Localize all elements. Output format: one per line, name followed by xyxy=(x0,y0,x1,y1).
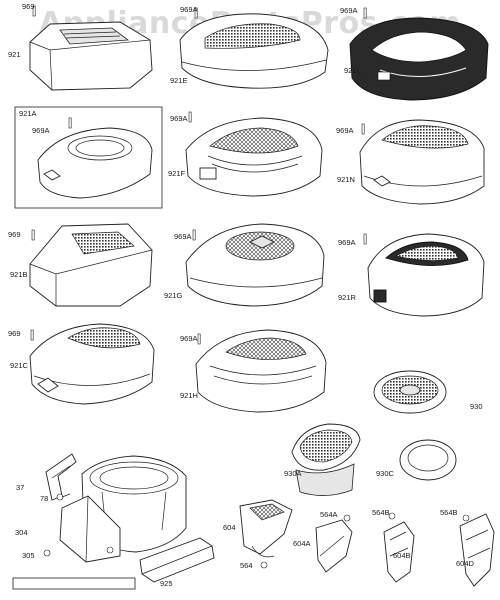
part-921-blower-housing[interactable] xyxy=(29,5,153,91)
label-604d: 604D xyxy=(456,559,475,568)
part-305-screw[interactable] xyxy=(43,549,51,557)
screw-969-icon xyxy=(32,5,36,17)
part-921l-blower-housing[interactable] xyxy=(349,7,489,101)
part-921e-blower-housing[interactable] xyxy=(179,7,329,89)
label-564: 564 xyxy=(240,561,253,570)
part-604a-guard[interactable] xyxy=(315,519,353,573)
part-930a-screen-cover[interactable] xyxy=(291,423,361,496)
label-78: 78 xyxy=(40,494,48,503)
label-969a: 969A xyxy=(180,334,198,343)
label-564b: 564B xyxy=(372,508,390,517)
label-925: 925 xyxy=(160,579,173,588)
label-930: 930 xyxy=(470,402,483,411)
part-564b-screw[interactable] xyxy=(388,512,396,520)
part-304-blower-housing[interactable] xyxy=(59,455,187,563)
label-921n: 921N xyxy=(337,175,355,184)
label-921: 921 xyxy=(8,50,21,59)
screw-969-icon xyxy=(31,229,35,241)
screw-969-icon xyxy=(30,329,34,341)
label-921c: 921C xyxy=(10,361,29,370)
part-604d-guard[interactable] xyxy=(459,513,495,587)
box-921a-frame xyxy=(14,106,163,209)
label-921b: 921B xyxy=(10,270,28,279)
part-37-bracket[interactable] xyxy=(45,453,77,501)
part-921g-blower-housing[interactable] xyxy=(185,223,325,307)
part-564-screw[interactable] xyxy=(260,561,268,569)
label-969a: 969A xyxy=(336,126,354,135)
label-969: 969 xyxy=(8,329,21,338)
label-969a: 969A xyxy=(170,114,188,123)
part-604-guard[interactable] xyxy=(239,499,293,558)
screw-969a-icon xyxy=(197,333,201,345)
label-305: 305 xyxy=(22,551,35,560)
label-37: 37 xyxy=(16,483,24,492)
label-930a: 930A xyxy=(284,469,302,478)
part-921b-blower-housing[interactable] xyxy=(29,223,153,307)
label-969: 969 xyxy=(8,230,21,239)
label-604a: 604A xyxy=(293,539,311,548)
label-921a: 921A xyxy=(19,109,37,118)
screw-969a-icon xyxy=(188,111,192,123)
emissions-label-box xyxy=(12,577,136,590)
screw-969a-icon xyxy=(361,123,365,135)
label-969a: 969A xyxy=(180,5,198,14)
part-930c-screen[interactable] xyxy=(399,439,457,481)
part-564b-screw-2[interactable] xyxy=(462,514,470,522)
part-921r-blower-housing[interactable] xyxy=(363,233,485,317)
label-604b: 604B xyxy=(393,551,411,560)
label-921f: 921F xyxy=(168,169,186,178)
screw-969a-icon xyxy=(363,233,367,245)
screw-969a-icon xyxy=(192,229,196,241)
label-969: 969 xyxy=(22,2,35,11)
label-564b: 564B xyxy=(440,508,458,517)
screw-969a-icon xyxy=(194,7,198,19)
label-969a: 969A xyxy=(340,6,358,15)
label-921g: 921G xyxy=(164,291,183,300)
label-969a: 969A xyxy=(32,126,50,135)
part-921a-blower-housing[interactable] xyxy=(37,117,153,199)
label-921r: 921R xyxy=(338,293,357,302)
label-921h: 921H xyxy=(180,391,198,400)
label-930c: 930C xyxy=(376,469,395,478)
part-925-baffle[interactable] xyxy=(139,537,215,583)
label-921e: 921E xyxy=(170,76,188,85)
part-921h-blower-housing[interactable] xyxy=(195,329,327,413)
part-921c-blower-housing[interactable] xyxy=(29,323,155,405)
part-930-screen[interactable] xyxy=(373,370,447,414)
part-604b-guard[interactable] xyxy=(383,521,415,583)
label-921l: 921L xyxy=(344,66,361,75)
screw-969a-icon xyxy=(363,7,367,19)
label-969a: 969A xyxy=(338,238,356,247)
label-604: 604 xyxy=(223,523,236,532)
screw-969a-icon xyxy=(68,117,72,129)
part-78-screw[interactable] xyxy=(56,493,71,501)
part-921n-blower-housing[interactable] xyxy=(359,119,485,205)
label-564a: 564A xyxy=(320,510,338,519)
label-969a: 969A xyxy=(174,232,192,241)
part-564a-screw[interactable] xyxy=(343,514,351,522)
label-304: 304 xyxy=(15,528,28,537)
part-921f-blower-housing[interactable] xyxy=(185,111,323,197)
